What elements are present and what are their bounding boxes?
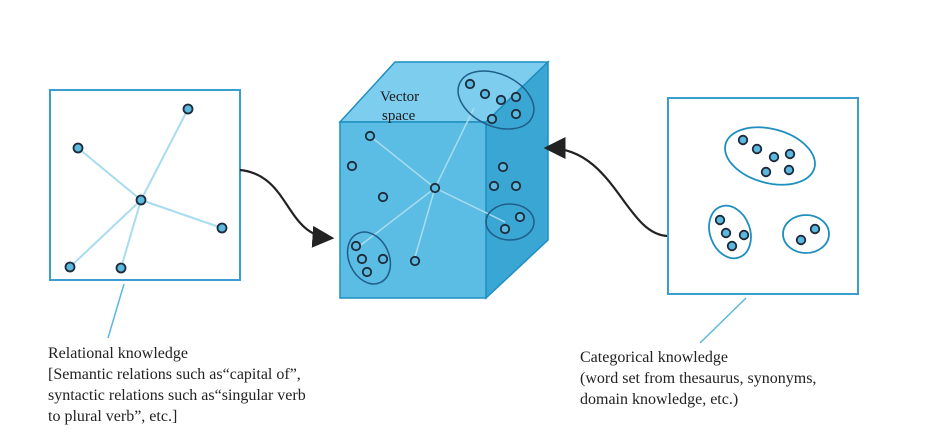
word-node [514,211,526,223]
word-node [464,78,476,90]
relational-box-frame [49,89,241,281]
word-node [738,229,750,241]
relational-caption-title: Relational knowledge [48,345,188,362]
categorical-pointer [699,297,747,344]
relation-edge [69,199,142,268]
category-ellipse [708,204,752,260]
word-node [768,151,780,163]
word-node [64,261,76,273]
relation-edge [140,108,189,201]
word-node [429,182,441,194]
cluster-ellipse [457,70,535,130]
cluster-ellipse [485,203,535,241]
word-node [783,164,795,176]
word-node [495,94,507,106]
word-node [488,180,500,192]
word-node [726,240,738,252]
word-node [809,223,821,235]
arrow-categorical-to-cube [543,137,669,238]
categorical-caption: Categorical knowledge (word set from the… [580,347,816,410]
relational-edges [69,108,223,269]
relational-caption-line: syntactic relations such as“singular ver… [48,387,306,404]
word-node [751,143,763,155]
cube-label-line1: Vector [380,89,419,105]
word-node [182,103,194,115]
word-node [377,191,389,203]
categorical-knowledge-box [667,97,859,295]
relational-knowledge-box [49,89,241,281]
word-node [479,88,491,100]
categorical-caption-title: Categorical knowledge [580,349,728,366]
word-node [510,91,522,103]
word-node [784,148,796,160]
cube-label-line2: space [382,108,416,124]
word-node [486,113,498,125]
word-node [795,234,807,246]
relation-edge [140,199,223,229]
word-node [346,160,358,172]
word-node [377,253,389,265]
word-node [216,222,228,234]
categorical-nodes [714,134,821,252]
relation-edge [77,147,142,201]
word-node [714,214,726,226]
vector-edge [414,187,436,258]
relational-caption-line: [Semantic relations such as“capital of”, [48,366,301,383]
category-ellipse [782,214,830,254]
word-node [497,161,509,173]
word-node [499,223,511,235]
vector-edge [356,187,436,249]
vector-edge [369,135,436,189]
relational-nodes [64,103,228,274]
relational-caption: Relational knowledge [Semantic relations… [48,343,306,427]
word-node [72,142,84,154]
word-node [115,262,127,274]
word-node [356,253,368,265]
word-node [720,227,732,239]
word-node [364,130,376,142]
categorical-box-frame [667,97,859,295]
cluster-ellipse [346,231,392,285]
vector-edge [434,187,506,223]
word-node [361,266,373,278]
word-node [510,180,522,192]
word-node [135,194,147,206]
category-ellipse [724,126,816,186]
word-node [760,166,772,178]
cube-front-face [339,121,487,299]
relation-edge [120,199,142,269]
arrow-relational-to-cube [239,168,335,248]
word-node [510,108,522,120]
word-node [350,240,362,252]
vector-edge [434,107,475,189]
cube-edges [356,107,506,258]
vector-space-cube: Vector space [338,60,550,300]
word-node [409,255,421,267]
word-node [737,134,749,146]
categorical-caption-line: (word set from thesaurus, synonyms, [580,370,817,387]
categorical-caption-line: domain knowledge, etc.) [580,391,739,408]
relational-caption-line: to plural verb”, etc.] [48,408,178,425]
relational-pointer [107,283,125,339]
cube-nodes [346,78,526,278]
